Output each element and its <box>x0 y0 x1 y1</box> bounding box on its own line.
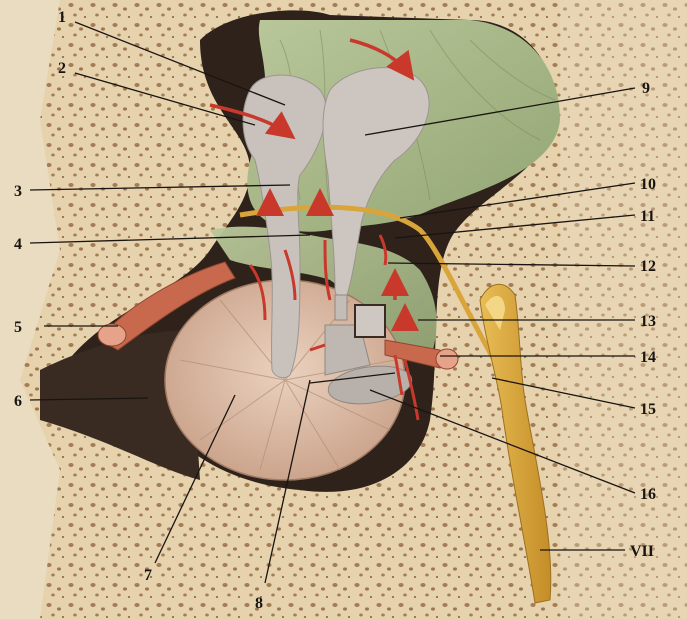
label-vii: VII <box>630 543 654 560</box>
label-4: 4 <box>14 236 22 253</box>
label-8: 8 <box>255 595 263 612</box>
label-6: 6 <box>14 393 22 410</box>
label-9: 9 <box>642 80 650 97</box>
pyramidal-eminence <box>355 305 385 337</box>
label-13: 13 <box>640 313 656 330</box>
label-5: 5 <box>14 319 22 336</box>
label-11: 11 <box>640 208 655 225</box>
label-1: 1 <box>58 9 66 26</box>
label-12: 12 <box>640 258 656 275</box>
label-16: 16 <box>640 486 656 503</box>
label-7: 7 <box>144 567 152 584</box>
label-15: 15 <box>640 401 656 418</box>
label-3: 3 <box>14 183 22 200</box>
label-14: 14 <box>640 349 656 366</box>
label-2: 2 <box>58 60 66 77</box>
label-10: 10 <box>640 176 656 193</box>
